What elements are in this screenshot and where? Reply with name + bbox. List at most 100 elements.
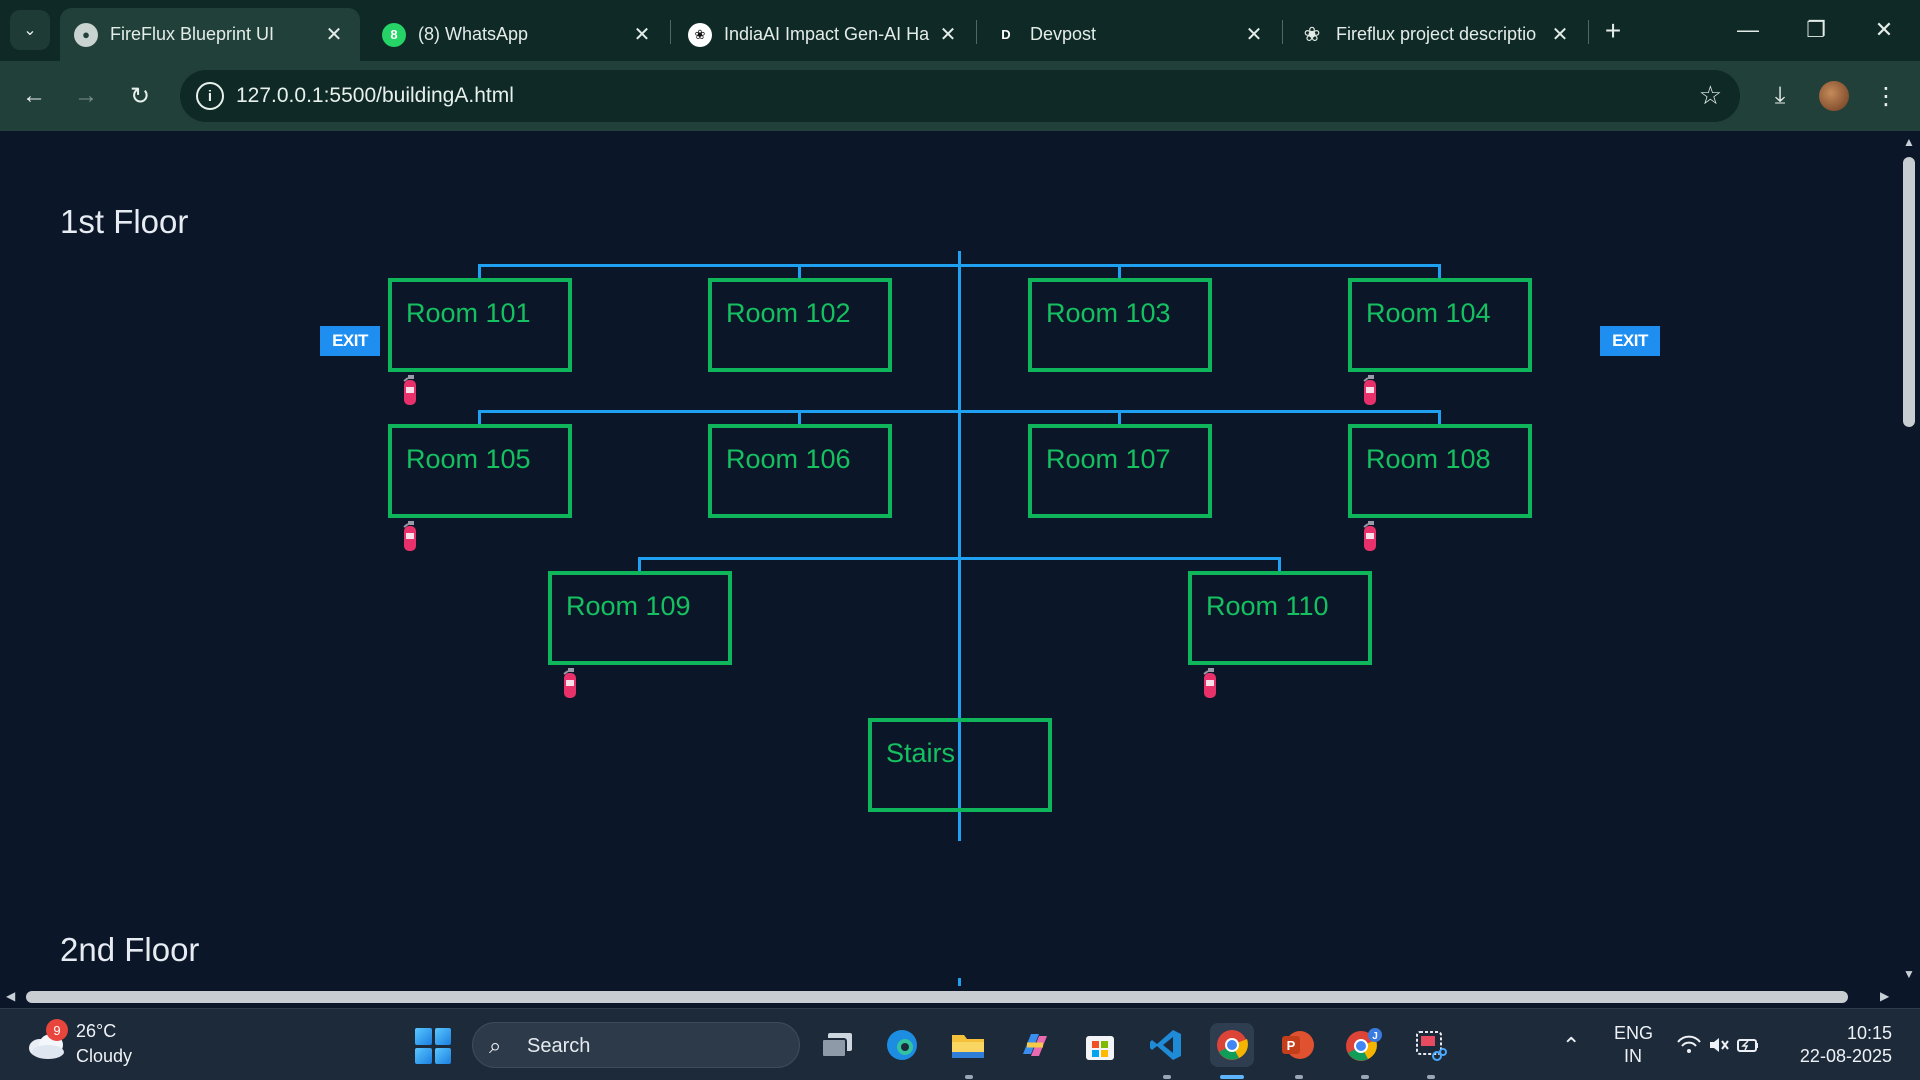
bookmark-star-icon[interactable]: ☆ [1698,80,1722,110]
close-tab-icon[interactable]: ✕ [1245,24,1263,46]
room-105[interactable]: Room 105 [388,424,572,518]
corridor-line [1118,410,1121,424]
room-104[interactable]: Room 104 [1348,278,1532,372]
room-108[interactable]: Room 108 [1348,424,1532,518]
room-109[interactable]: Room 109 [548,571,732,665]
close-tab-icon[interactable]: ✕ [325,24,343,46]
downloads-button[interactable]: ⤓ [1758,74,1802,118]
chrome-profile-app[interactable]: J [1342,1023,1386,1067]
url-text[interactable]: 127.0.0.1:5500/buildingA.html [236,84,514,107]
plus-icon: + [1604,15,1622,46]
tab-indiaai[interactable]: ❀ IndiaAI Impact Gen-AI Ha ✕ [674,8,974,61]
arrow-left-icon: ← [22,82,46,109]
scroll-up-icon[interactable]: ▲ [1903,135,1915,149]
minimize-button[interactable]: — [1718,8,1778,52]
globe-icon: ● [74,22,98,47]
site-info-icon[interactable]: i [196,82,224,110]
chevron-up-icon: ⌃ [1562,1033,1581,1058]
copilot-app[interactable] [1012,1023,1056,1067]
language-indicator[interactable]: ENG IN [1614,1023,1653,1067]
tab-separator [976,20,977,44]
openai-icon: ❀ [688,22,712,47]
tab-search-button[interactable]: ⌄ [10,10,50,50]
room-106[interactable]: Room 106 [708,424,892,518]
horizontal-scroll-thumb[interactable] [26,991,1848,1003]
forward-button[interactable]: → [64,74,108,118]
tab-whatsapp[interactable]: 8 (8) WhatsApp ✕ [368,8,668,61]
clock-time: 10:15 [1846,1023,1892,1043]
running-indicator-active [1220,1075,1244,1079]
openai-icon: ❀ [1303,24,1321,46]
corridor-line [478,410,481,424]
reload-button[interactable]: ↻ [118,74,162,118]
search-icon: ⌕ [489,1033,502,1058]
powerpoint-icon: P [1282,1031,1314,1059]
download-icon: ⤓ [1774,82,1786,109]
corridor-line [798,264,801,278]
restore-button[interactable]: ❐ [1786,8,1846,52]
fire-extinguisher-icon [1362,521,1378,551]
corridor-line [798,410,801,424]
file-explorer-app[interactable] [946,1023,990,1067]
address-bar[interactable]: i 127.0.0.1:5500/buildingA.html ☆ [180,70,1740,122]
wifi-icon [1677,1035,1701,1053]
snipping-tool-app[interactable] [1408,1023,1452,1067]
vertical-scrollbar[interactable]: ▲ ▼ [1898,131,1920,986]
room-102[interactable]: Room 102 [708,278,892,372]
scroll-right-icon[interactable]: ▶ [1880,989,1890,1003]
corridor-line [1438,264,1441,278]
scroll-left-icon[interactable]: ◀ [6,989,16,1003]
tab-fireflux-description[interactable]: ❀ Fireflux project descriptio ✕ [1286,8,1586,61]
taskbar-search[interactable]: ⌕ Search [472,1022,800,1068]
room-103[interactable]: Room 103 [1028,278,1212,372]
horizontal-scrollbar[interactable]: ◀ ▶ [0,986,1898,1008]
volume-muted-icon [1710,1038,1729,1052]
chevron-down-icon: ⌄ [23,22,37,39]
tab-devpost[interactable]: D Devpost ✕ [980,8,1280,61]
room-107[interactable]: Room 107 [1028,424,1212,518]
devpost-icon: D [994,22,1018,47]
whatsapp-icon: 8 [382,22,406,47]
fire-extinguisher-icon [402,375,418,405]
close-tab-icon[interactable]: ✕ [1551,24,1569,46]
vscode-app[interactable] [1144,1023,1188,1067]
copilot-icon [1023,1034,1047,1056]
tab-fireflux-blueprint[interactable]: ● FireFlux Blueprint UI ✕ [60,8,360,61]
powerpoint-app[interactable]: P [1276,1023,1320,1067]
running-indicator [1163,1075,1171,1079]
microsoft-store-app[interactable] [1078,1023,1122,1067]
quick-settings-button[interactable] [1676,1033,1762,1062]
edge-app[interactable] [880,1023,924,1067]
close-tab-icon[interactable]: ✕ [633,24,651,46]
profile-button[interactable] [1812,74,1856,118]
clock[interactable]: 10:15 22-08-2025 [1796,1023,1892,1067]
new-tab-button[interactable]: + [1596,14,1630,48]
snipping-tool-icon [1416,1031,1447,1061]
show-hidden-icons-button[interactable]: ⌃ [1562,1033,1580,1059]
running-indicator [1427,1075,1435,1079]
task-view-button[interactable] [815,1023,859,1067]
close-window-button[interactable]: ✕ [1854,8,1914,52]
corridor-line [638,557,641,571]
chrome-profile-badge: J [1372,1031,1378,1042]
back-button[interactable]: ← [12,74,56,118]
running-indicator [1361,1075,1369,1079]
menu-button[interactable]: ⋮ [1864,74,1908,118]
start-button[interactable] [415,1028,451,1064]
room-110[interactable]: Room 110 [1188,571,1372,665]
minimize-icon: — [1737,17,1759,42]
windows-logo-pane [415,1028,432,1045]
corridor-line [478,264,481,278]
exit-sign-right[interactable]: EXIT [1600,326,1660,356]
stairs[interactable]: Stairs [868,718,1052,812]
close-tab-icon[interactable]: ✕ [939,24,957,46]
room-101[interactable]: Room 101 [388,278,572,372]
exit-sign-left[interactable]: EXIT [320,326,380,356]
vertical-scroll-thumb[interactable] [1903,157,1915,427]
page-viewport: 1st Floor EXIT EXIT Room 101 Room 102 Ro… [0,131,1898,986]
browser-toolbar: ← → ↻ i 127.0.0.1:5500/buildingA.html ☆ … [0,61,1920,131]
chrome-app[interactable] [1210,1023,1254,1067]
scroll-down-icon[interactable]: ▼ [1903,967,1915,981]
battery-charging-icon [1737,1039,1758,1052]
language-code: ENG [1614,1023,1654,1043]
